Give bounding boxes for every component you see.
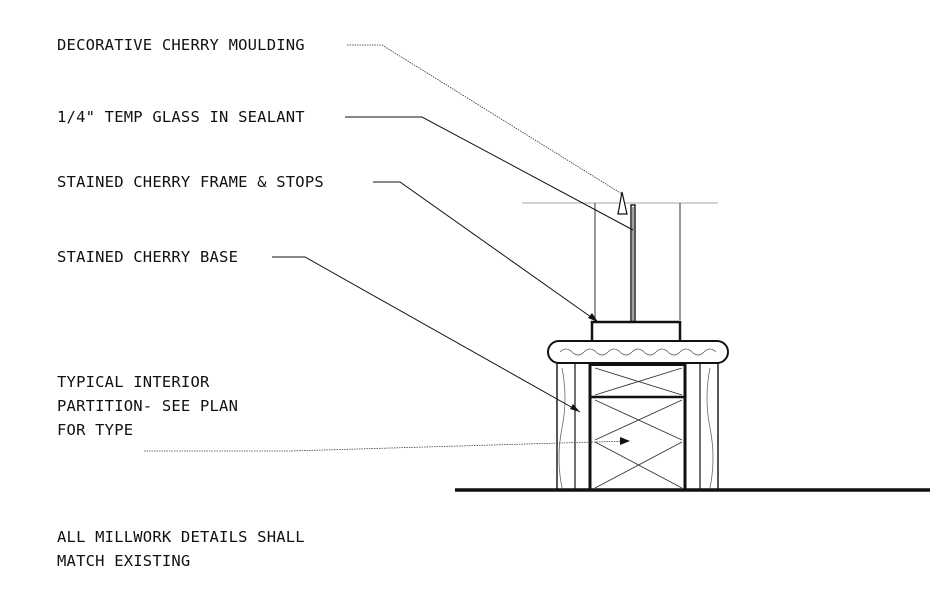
base-moulding-cap	[547, 340, 729, 364]
leader-partition	[144, 440, 629, 452]
partition-grain-left	[558, 367, 566, 489]
callout-glass: 1/4" TEMP GLASS IN SEALANT	[57, 108, 305, 126]
leader-base	[272, 256, 581, 413]
callout-moulding: DECORATIVE CHERRY MOULDING	[57, 36, 305, 54]
general-note: ALL MILLWORK DETAILS SHALL MATCH EXISTIN…	[57, 525, 305, 573]
arrowhead-frame	[588, 313, 598, 322]
callout-partition: TYPICAL INTERIOR PARTITION- SEE PLAN FOR…	[57, 370, 238, 442]
frame-and-stops	[590, 320, 682, 344]
leader-glass	[345, 116, 634, 231]
callout-base: STAINED CHERRY BASE	[57, 248, 239, 266]
leader-moulding	[347, 44, 623, 195]
general-note-line1: ALL MILLWORK DETAILS SHALL	[57, 528, 305, 546]
callout-partition-line1: TYPICAL INTERIOR	[57, 373, 210, 391]
leader-frame	[373, 181, 599, 323]
insulation-lower	[594, 441, 683, 489]
insulation-mid	[594, 399, 683, 441]
insulation-upper	[594, 367, 683, 396]
callout-partition-line2: PARTITION- SEE PLAN	[57, 397, 239, 415]
general-note-line2: MATCH EXISTING	[57, 552, 191, 570]
arrowhead-base	[570, 404, 580, 412]
partition-grain-right	[706, 367, 714, 489]
callout-frame: STAINED CHERRY FRAME & STOPS	[57, 173, 324, 191]
arrowhead-partition	[620, 437, 630, 445]
base-moulding-grain	[559, 348, 717, 356]
decorative-moulding	[617, 191, 628, 215]
callout-partition-line3: FOR TYPE	[57, 421, 134, 439]
